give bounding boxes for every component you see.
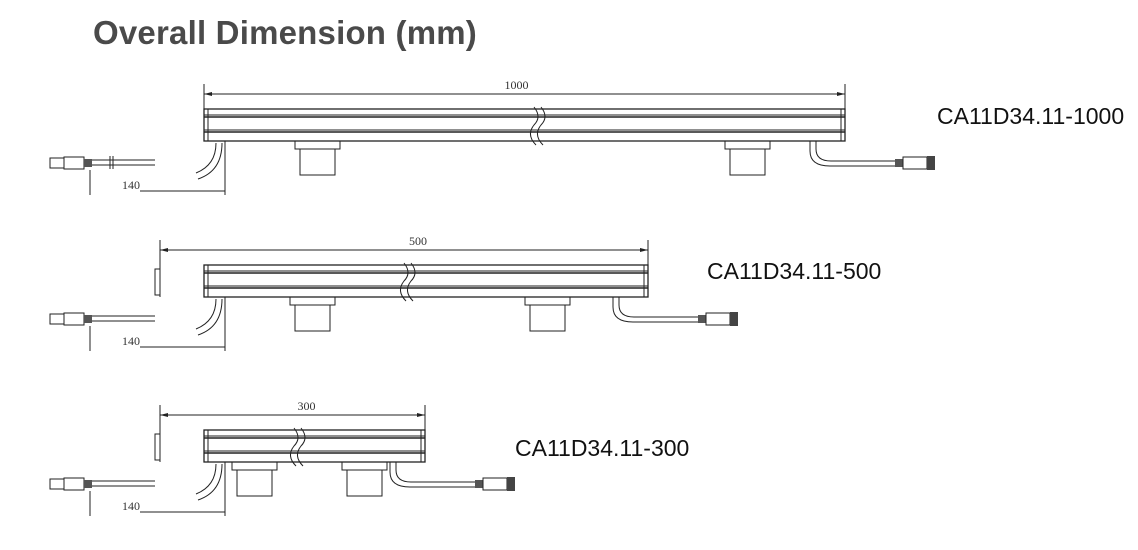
- arrow-right-icon: [417, 413, 425, 417]
- cable-length-label: 140: [122, 334, 140, 348]
- model-label-300: CA11D34.11-300: [515, 435, 690, 461]
- connector-icon: [49, 312, 92, 326]
- connector-icon: [895, 156, 935, 170]
- connector-cap: [927, 156, 935, 170]
- connector-body: [902, 156, 928, 170]
- mounting-bracket: [299, 148, 336, 176]
- output-cable: [809, 141, 895, 167]
- connector-icon: [49, 156, 92, 170]
- connector-grip: [84, 159, 92, 167]
- arrow-right-icon: [640, 248, 648, 252]
- break-mark: [290, 427, 299, 467]
- connector-icon: [49, 477, 92, 491]
- drawing-500: 500 140: [49, 234, 738, 351]
- arrow-left-icon: [204, 92, 212, 96]
- connector-cap: [730, 312, 738, 326]
- connector-body: [63, 477, 85, 491]
- break-mark: [400, 262, 409, 302]
- connector-grip: [895, 159, 903, 167]
- mounting-bracket: [729, 148, 766, 176]
- cable-length-label: 140: [122, 178, 140, 192]
- break-mark: [407, 262, 416, 302]
- break-mark: [297, 427, 306, 467]
- mounting-bracket: [529, 304, 566, 332]
- drawing-300: 300 140: [49, 399, 515, 516]
- length-dimension-label: 1000: [505, 78, 529, 92]
- cable-stub: [195, 142, 223, 180]
- light-bar-body: [203, 108, 846, 142]
- arrow-right-icon: [837, 92, 845, 96]
- cable-length-label: 140: [122, 499, 140, 513]
- mounting-bracket: [236, 469, 273, 497]
- cable-stub: [195, 463, 223, 501]
- light-bar-body: [203, 264, 649, 298]
- connector-body: [705, 312, 731, 326]
- connector-icon: [698, 312, 738, 326]
- bracket-clip: [524, 296, 571, 306]
- connector-grip: [475, 480, 483, 488]
- bracket-clip: [294, 140, 341, 150]
- connector-grip: [698, 315, 706, 323]
- mounting-bracket: [294, 304, 331, 332]
- connector-body: [63, 156, 85, 170]
- length-dimension-label: 300: [298, 399, 316, 413]
- mounting-bracket: [346, 469, 383, 497]
- bracket-clip: [231, 461, 278, 471]
- arrow-left-icon: [160, 248, 168, 252]
- connector-plug: [49, 313, 65, 325]
- page-title: Overall Dimension (mm): [93, 14, 477, 51]
- bracket-clip: [289, 296, 336, 306]
- drawing-1000: 1000 140: [49, 78, 935, 195]
- connector-icon: [475, 477, 515, 491]
- bracket-clip: [724, 140, 771, 150]
- output-cable: [612, 297, 698, 323]
- connector-plug: [49, 157, 65, 169]
- connector-body: [63, 312, 85, 326]
- output-cable: [389, 462, 475, 488]
- break-mark: [537, 106, 546, 146]
- connector-grip: [84, 315, 92, 323]
- arrow-left-icon: [160, 413, 168, 417]
- length-dimension-label: 500: [409, 234, 427, 248]
- light-bar-body: [203, 429, 426, 463]
- bracket-clip: [341, 461, 388, 471]
- end-cap-plate: [154, 268, 161, 296]
- connector-plug: [49, 478, 65, 490]
- end-cap-plate: [154, 433, 161, 461]
- break-mark: [530, 106, 539, 146]
- connector-body: [482, 477, 508, 491]
- model-label-1000: CA11D34.11-1000: [937, 103, 1125, 129]
- cable-stub: [195, 298, 223, 336]
- connector-grip: [84, 480, 92, 488]
- model-label-500: CA11D34.11-500: [707, 258, 882, 284]
- connector-cap: [507, 477, 515, 491]
